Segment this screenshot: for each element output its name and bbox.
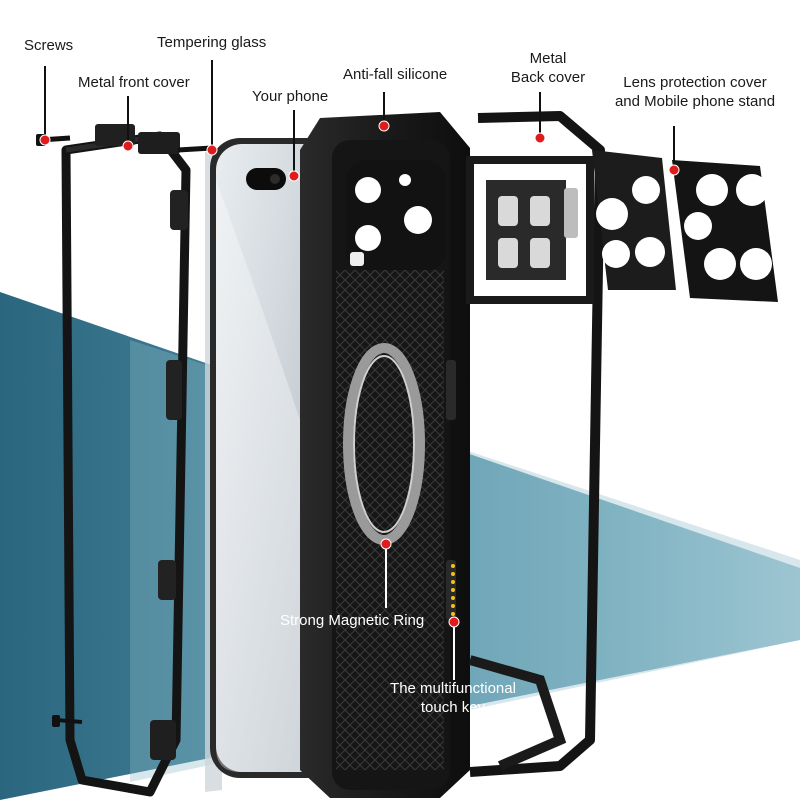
lens-cover-plate-front <box>592 150 676 290</box>
marker-glass <box>206 144 218 156</box>
label-touch-key: The multifunctional touch key <box>378 679 528 717</box>
screw-side <box>177 145 213 153</box>
marker-back-cover <box>534 132 546 144</box>
label-touch-key-line2: touch key <box>420 699 486 716</box>
label-anti-fall-silicone: Anti-fall silicone <box>343 66 448 83</box>
screw-bottom <box>52 715 83 727</box>
marker-screws <box>39 134 51 146</box>
markers <box>39 120 680 628</box>
label-metal-back-cover-line2: Back cover <box>510 69 586 86</box>
lens-cover-plate-back <box>672 160 778 302</box>
marker-magnetic-ring <box>380 538 392 550</box>
label-metal-front-cover: Metal front cover <box>78 74 190 91</box>
marker-touch-key <box>448 616 460 628</box>
marker-phone <box>288 170 300 182</box>
touch-key-dots <box>451 564 455 616</box>
label-lens-cover: Lens protection cover and Mobile phone s… <box>600 73 790 111</box>
marker-silicone <box>378 120 390 132</box>
label-your-phone: Your phone <box>252 88 329 105</box>
leader-lines-white <box>385 546 455 680</box>
label-lens-cover-line1: Lens protection cover <box>623 74 767 91</box>
label-screws: Screws <box>24 37 74 54</box>
label-touch-key-line1: The multifunctional <box>390 680 516 697</box>
label-tempering-glass: Tempering glass <box>157 34 267 51</box>
metal-back-cover <box>466 111 605 777</box>
label-magnetic-ring: Strong Magnetic Ring <box>280 612 425 629</box>
anti-fall-silicone <box>300 112 470 798</box>
label-metal-back-cover: Metal Back cover <box>500 49 596 87</box>
marker-front-cover <box>122 140 134 152</box>
metal-front-cover <box>61 124 191 797</box>
label-metal-back-cover-line1: Metal <box>529 50 567 67</box>
leader-lines <box>44 60 675 176</box>
label-lens-cover-line2: and Mobile phone stand <box>614 93 776 110</box>
marker-lens <box>668 164 680 176</box>
